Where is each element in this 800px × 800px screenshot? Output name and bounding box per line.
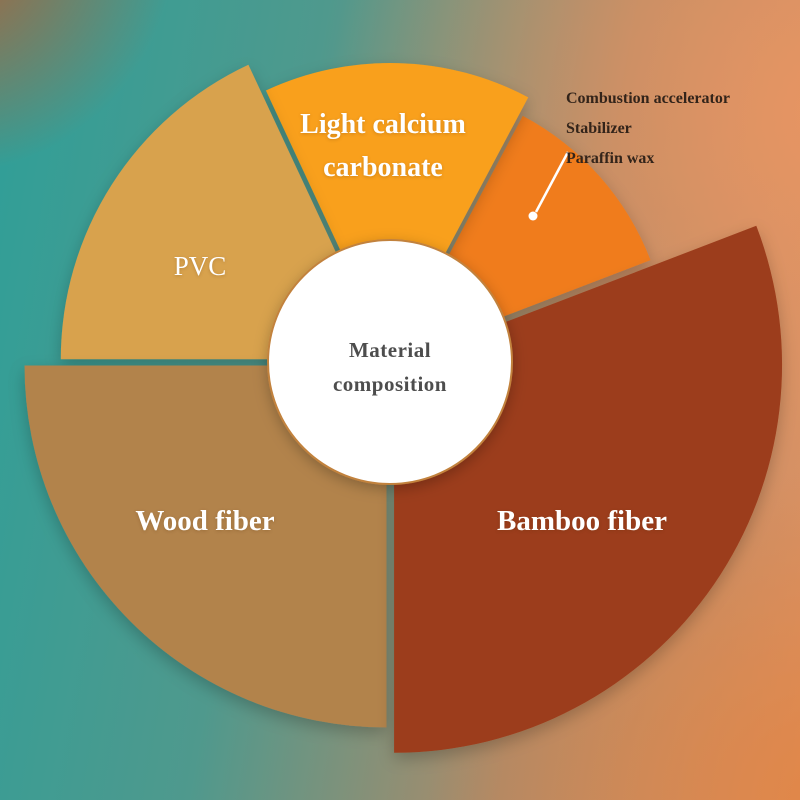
additives-annotation: Combustion accelerator Stabilizer Paraff… <box>566 84 786 174</box>
center-circle <box>267 239 513 485</box>
chart-center-title: Material composition <box>290 333 490 401</box>
leader-line <box>534 151 570 213</box>
slice-label-pvc: PVC <box>173 251 227 281</box>
pie-slice-light-calcium-carbonate <box>265 62 529 357</box>
pie-slice-wood-fiber <box>24 365 387 728</box>
slice-label-bamboo-fiber: Bamboo fiber <box>497 505 667 537</box>
slice-label-wood-fiber: Wood fiber <box>135 505 275 537</box>
slice-label-light-calcium-carbonate: Light calcium carbonate <box>300 109 466 183</box>
pie-slices-group <box>24 62 783 753</box>
annotation-stabilizer: Stabilizer <box>566 120 632 137</box>
chart-center-title-line1: Material <box>348 338 432 362</box>
annotation-paraffin-wax: Paraffin wax <box>566 150 655 167</box>
chart-center-title-line2: composition <box>332 372 447 396</box>
annotation-combustion-accelerator: Combustion accelerator <box>566 90 730 107</box>
leader-dot <box>528 211 538 221</box>
